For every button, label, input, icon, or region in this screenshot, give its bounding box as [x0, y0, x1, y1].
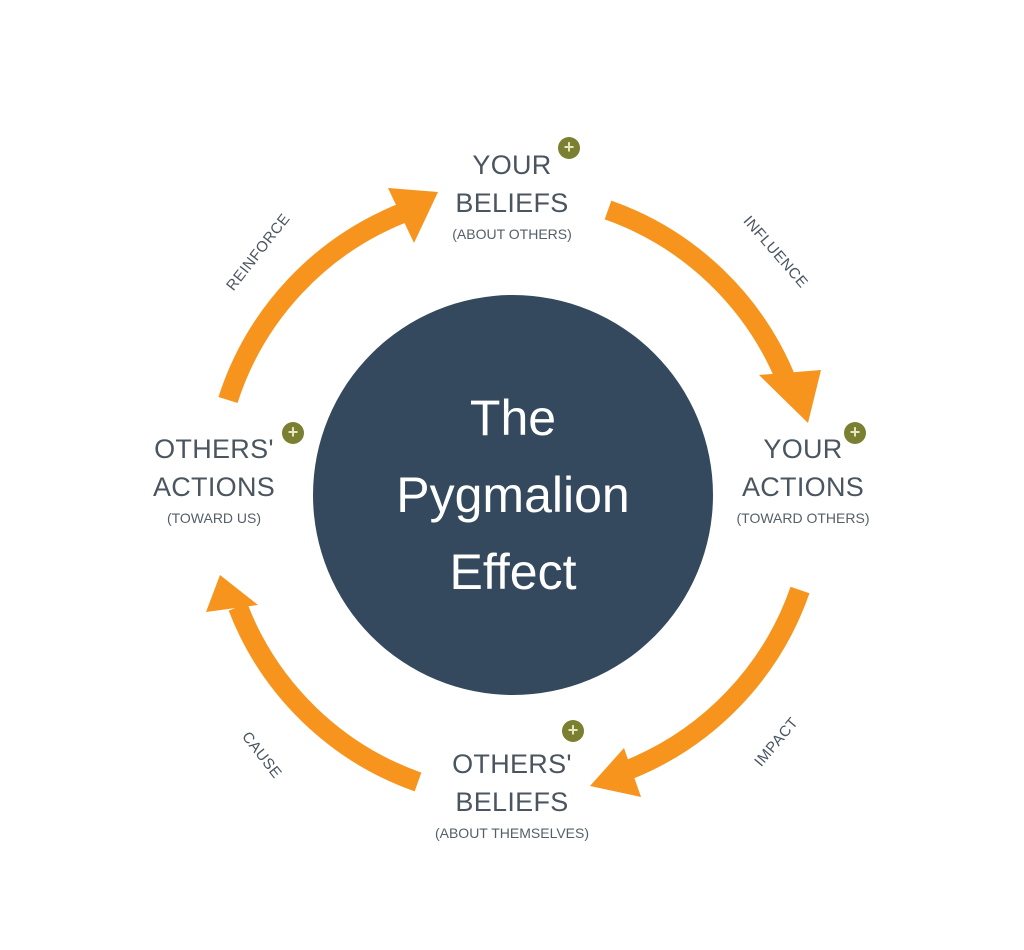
arrow-label-cause: CAUSE [238, 729, 285, 782]
arrow-reinforce-head [388, 188, 438, 243]
node-your-actions: YOUR ACTIONS (TOWARD OTHERS) [703, 430, 903, 528]
arrow-cause-shaft [228, 603, 422, 792]
center-title-line-1: The [469, 389, 557, 446]
arrow-label-influence: INFLUENCE [740, 213, 812, 292]
node-others-actions: OTHERS' ACTIONS (TOWARD US) [114, 430, 314, 528]
arrow-reinforce [218, 188, 438, 404]
expand-others-beliefs-plus-icon[interactable]: + [562, 720, 584, 742]
expand-your-beliefs-plus-icon[interactable]: + [558, 137, 580, 159]
arrow-impact [590, 586, 810, 797]
center-circle [313, 295, 713, 695]
node-your-beliefs-line2: BELIEFS [455, 188, 569, 218]
node-your-actions-line1: YOUR [763, 434, 843, 464]
arrow-label-impact: IMPACT [751, 714, 802, 770]
node-others-actions-line2: ACTIONS [152, 472, 276, 502]
node-your-actions-subtitle: (TOWARD OTHERS) [736, 510, 870, 526]
node-others-beliefs: OTHERS' BELIEFS (ABOUT THEMSELVES) [412, 745, 612, 843]
node-your-beliefs-subtitle: (ABOUT OTHERS) [452, 226, 572, 242]
arrow-cause [206, 575, 422, 792]
node-others-beliefs-line1: OTHERS' [452, 749, 572, 779]
node-your-beliefs-line1: YOUR [472, 150, 552, 180]
node-others-actions-line1: OTHERS' [154, 434, 274, 464]
node-your-actions-line2: ACTIONS [741, 472, 865, 502]
expand-your-actions-plus-icon[interactable]: + [844, 422, 866, 444]
node-your-beliefs: YOUR BELIEFS (ABOUT OTHERS) [412, 146, 612, 244]
arrow-influence-shaft [604, 200, 797, 386]
node-others-beliefs-line2: BELIEFS [455, 787, 569, 817]
arrow-label-reinforce: REINFORCE [223, 210, 294, 294]
node-others-beliefs-subtitle: (ABOUT THEMSELVES) [434, 825, 590, 841]
expand-others-actions-plus-icon[interactable]: + [282, 422, 304, 444]
node-others-actions-subtitle: (TOWARD US) [166, 510, 262, 526]
center-title-line-2: Pygmalion [396, 466, 630, 523]
arrow-influence [604, 200, 821, 423]
arrow-cause-head [206, 575, 258, 612]
center-title-line-3: Effect [449, 543, 577, 600]
arrow-reinforce-shaft [218, 202, 409, 404]
center-title: The Pygmalion Effect [313, 295, 713, 695]
arrow-impact-shaft [624, 586, 810, 780]
arrow-influence-head [759, 370, 821, 423]
arrow-impact-head [590, 748, 641, 797]
